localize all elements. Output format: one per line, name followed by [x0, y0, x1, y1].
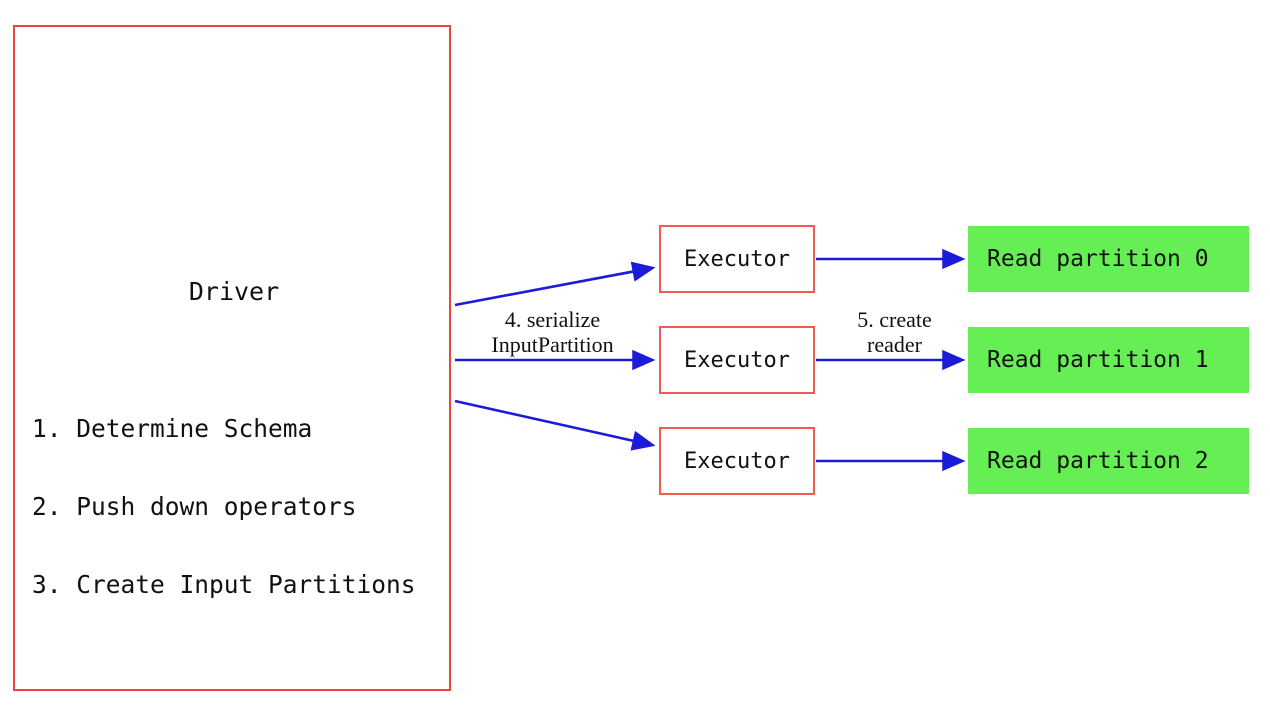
edge-label-create-reader-line-2: reader [867, 332, 922, 357]
partition-box-0: Read partition 0 [968, 226, 1249, 292]
executor-box-1: Executor [659, 326, 815, 394]
driver-step-1: 1. Determine Schema [32, 414, 313, 443]
partition-box-1: Read partition 1 [968, 327, 1249, 393]
executor-box-2: Executor [659, 427, 815, 495]
partition-box-2: Read partition 2 [968, 428, 1249, 494]
driver-box: Driver 1. Determine Schema 2. Push down … [13, 25, 451, 691]
arrow-driver-to-executor-2 [454, 399, 656, 451]
arrow-driver-to-executor-0 [454, 261, 656, 307]
driver-title: Driver [188, 277, 280, 306]
driver-steps-list: 1. Determine Schema 2. Push down operato… [32, 364, 452, 650]
edge-label-serialize: 4. serialize InputPartition [460, 307, 645, 357]
edge-label-serialize-line-1: 4. serialize [504, 307, 601, 332]
edge-label-create-reader-line-1: 5. create [857, 307, 932, 332]
driver-step-3: 3. Create Input Partitions [32, 570, 416, 599]
edge-label-serialize-line-2: InputPartition [491, 332, 614, 357]
executor-box-0: Executor [659, 225, 815, 293]
driver-step-2: 2. Push down operators [32, 492, 357, 521]
edge-label-create-reader: 5. create reader [828, 307, 961, 357]
